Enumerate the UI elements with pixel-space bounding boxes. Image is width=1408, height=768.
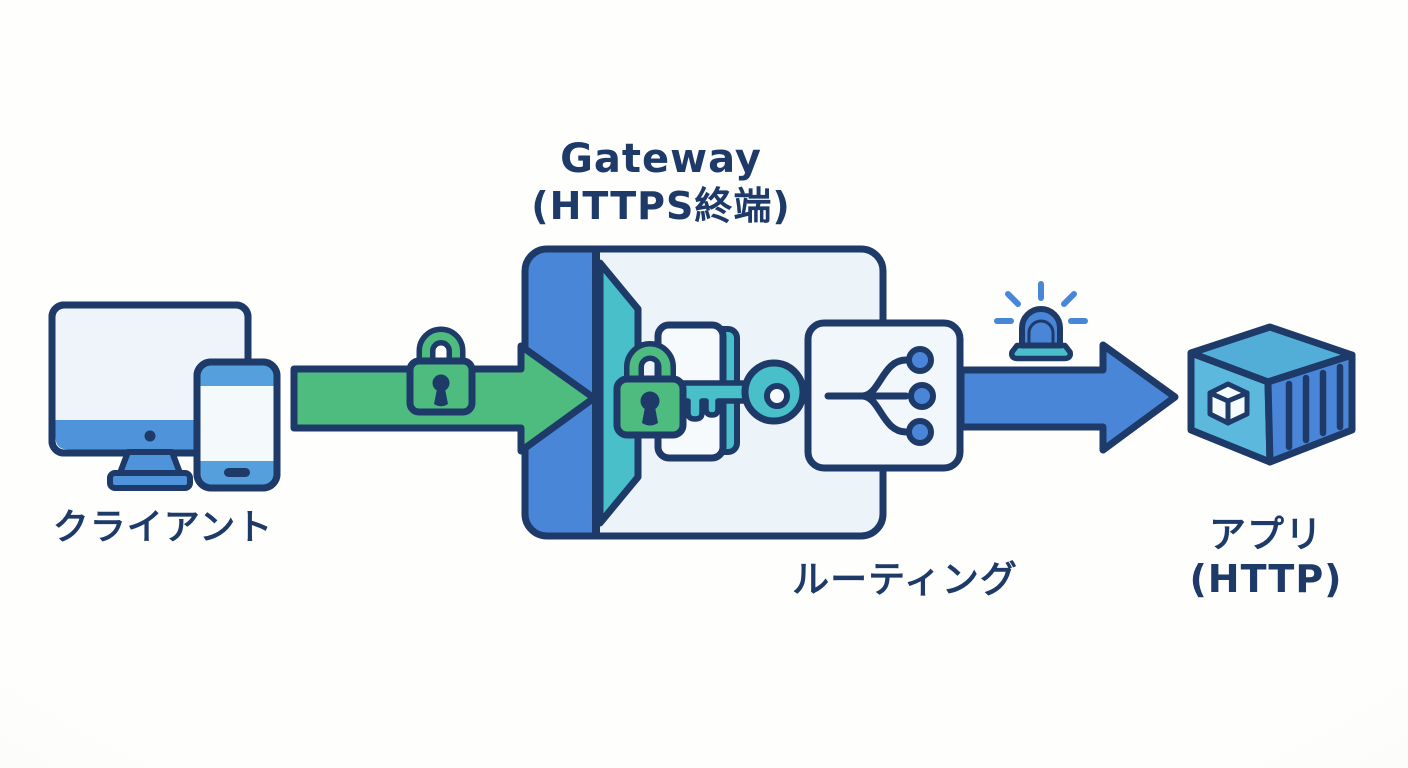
gateway-box xyxy=(521,245,887,540)
client-label: クライアント xyxy=(53,507,274,548)
padlock-icon xyxy=(406,326,476,416)
monitor-camera-dot xyxy=(144,430,156,442)
siren-dome xyxy=(1019,306,1063,349)
monitor-stand xyxy=(117,449,183,476)
app-label-line1: アプリ xyxy=(1209,513,1323,556)
routing-box xyxy=(804,319,964,472)
key-icon xyxy=(674,359,807,425)
siren-dome-inner xyxy=(1027,319,1055,347)
tls-termination-icon xyxy=(613,321,807,462)
branch-fanout-icon xyxy=(824,346,936,446)
siren-base xyxy=(1009,342,1073,362)
siren-icon xyxy=(994,281,1088,362)
branch-node-top xyxy=(906,346,934,374)
siren-rays xyxy=(994,281,1088,324)
phone-top-band xyxy=(200,365,274,386)
app-label-line2: (HTTP) xyxy=(1189,557,1342,601)
keyhole xyxy=(640,391,660,411)
gateway-title-line1: Gateway xyxy=(560,136,762,182)
container-slats xyxy=(1285,363,1344,451)
key-shaft xyxy=(674,380,756,422)
smartphone-icon xyxy=(193,358,281,492)
app-container-icon xyxy=(1187,323,1356,466)
phone-home-button xyxy=(224,468,250,477)
branch-node-bottom xyxy=(906,418,934,446)
keyhole xyxy=(432,374,450,392)
package-cube-glyph xyxy=(1207,381,1250,426)
gateway-entry-divider xyxy=(592,249,600,536)
https-arrow xyxy=(290,326,598,455)
client-devices-icon xyxy=(48,301,281,492)
http-arrow xyxy=(957,341,1179,454)
routing-label: ルーティング xyxy=(792,558,1018,601)
monitor-base xyxy=(107,470,193,491)
key-bow-hole xyxy=(764,383,790,409)
branch-node-middle xyxy=(908,382,936,410)
gateway-padlock-icon xyxy=(613,341,687,439)
gateway-title-line2: (HTTPS終端) xyxy=(531,184,790,228)
